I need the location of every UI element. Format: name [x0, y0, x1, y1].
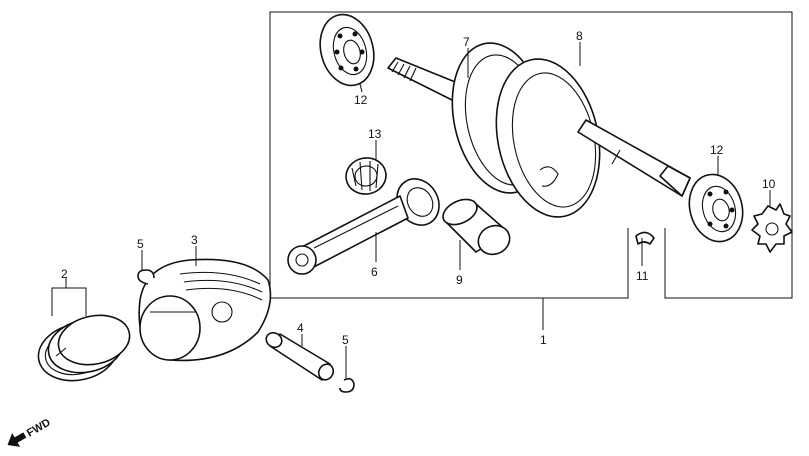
callout-13: 13 — [368, 127, 382, 141]
callout-3: 3 — [191, 233, 198, 247]
assembly-outline — [269, 11, 793, 299]
callout-10: 10 — [762, 177, 776, 191]
callout-12-upper: 12 — [354, 93, 368, 107]
circlip-upper — [137, 269, 155, 285]
leader-2 — [51, 287, 87, 316]
connecting-rod — [287, 178, 440, 275]
crank-pin — [442, 198, 511, 256]
bearing-upper — [319, 13, 375, 87]
callout-6: 6 — [371, 265, 378, 279]
callout-8: 8 — [576, 29, 583, 43]
callout-5-upper: 5 — [137, 237, 144, 251]
bearing-right — [688, 173, 744, 243]
gear-washer — [751, 203, 793, 253]
callout-4: 4 — [297, 321, 304, 335]
crankshaft-shaft — [577, 119, 691, 197]
callout-12-right: 12 — [710, 143, 724, 157]
arrow-icon — [7, 432, 27, 447]
needle-bearing — [345, 157, 387, 195]
piston — [138, 258, 272, 362]
piston-rings — [37, 314, 131, 382]
circlip-lower — [339, 377, 355, 393]
piston-pin — [265, 331, 335, 381]
callout-11: 11 — [636, 269, 649, 283]
crank-web-right — [495, 58, 601, 218]
woodruff-key — [635, 231, 655, 245]
callout-2: 2 — [61, 267, 68, 281]
callout-9: 9 — [456, 273, 463, 287]
fwd-marker: FWD — [7, 417, 53, 447]
callout-7: 7 — [463, 35, 470, 49]
fwd-label: FWD — [25, 417, 53, 440]
leader-12-upper — [359, 83, 363, 93]
callout-5-lower: 5 — [342, 333, 349, 347]
callout-1: 1 — [540, 333, 547, 347]
